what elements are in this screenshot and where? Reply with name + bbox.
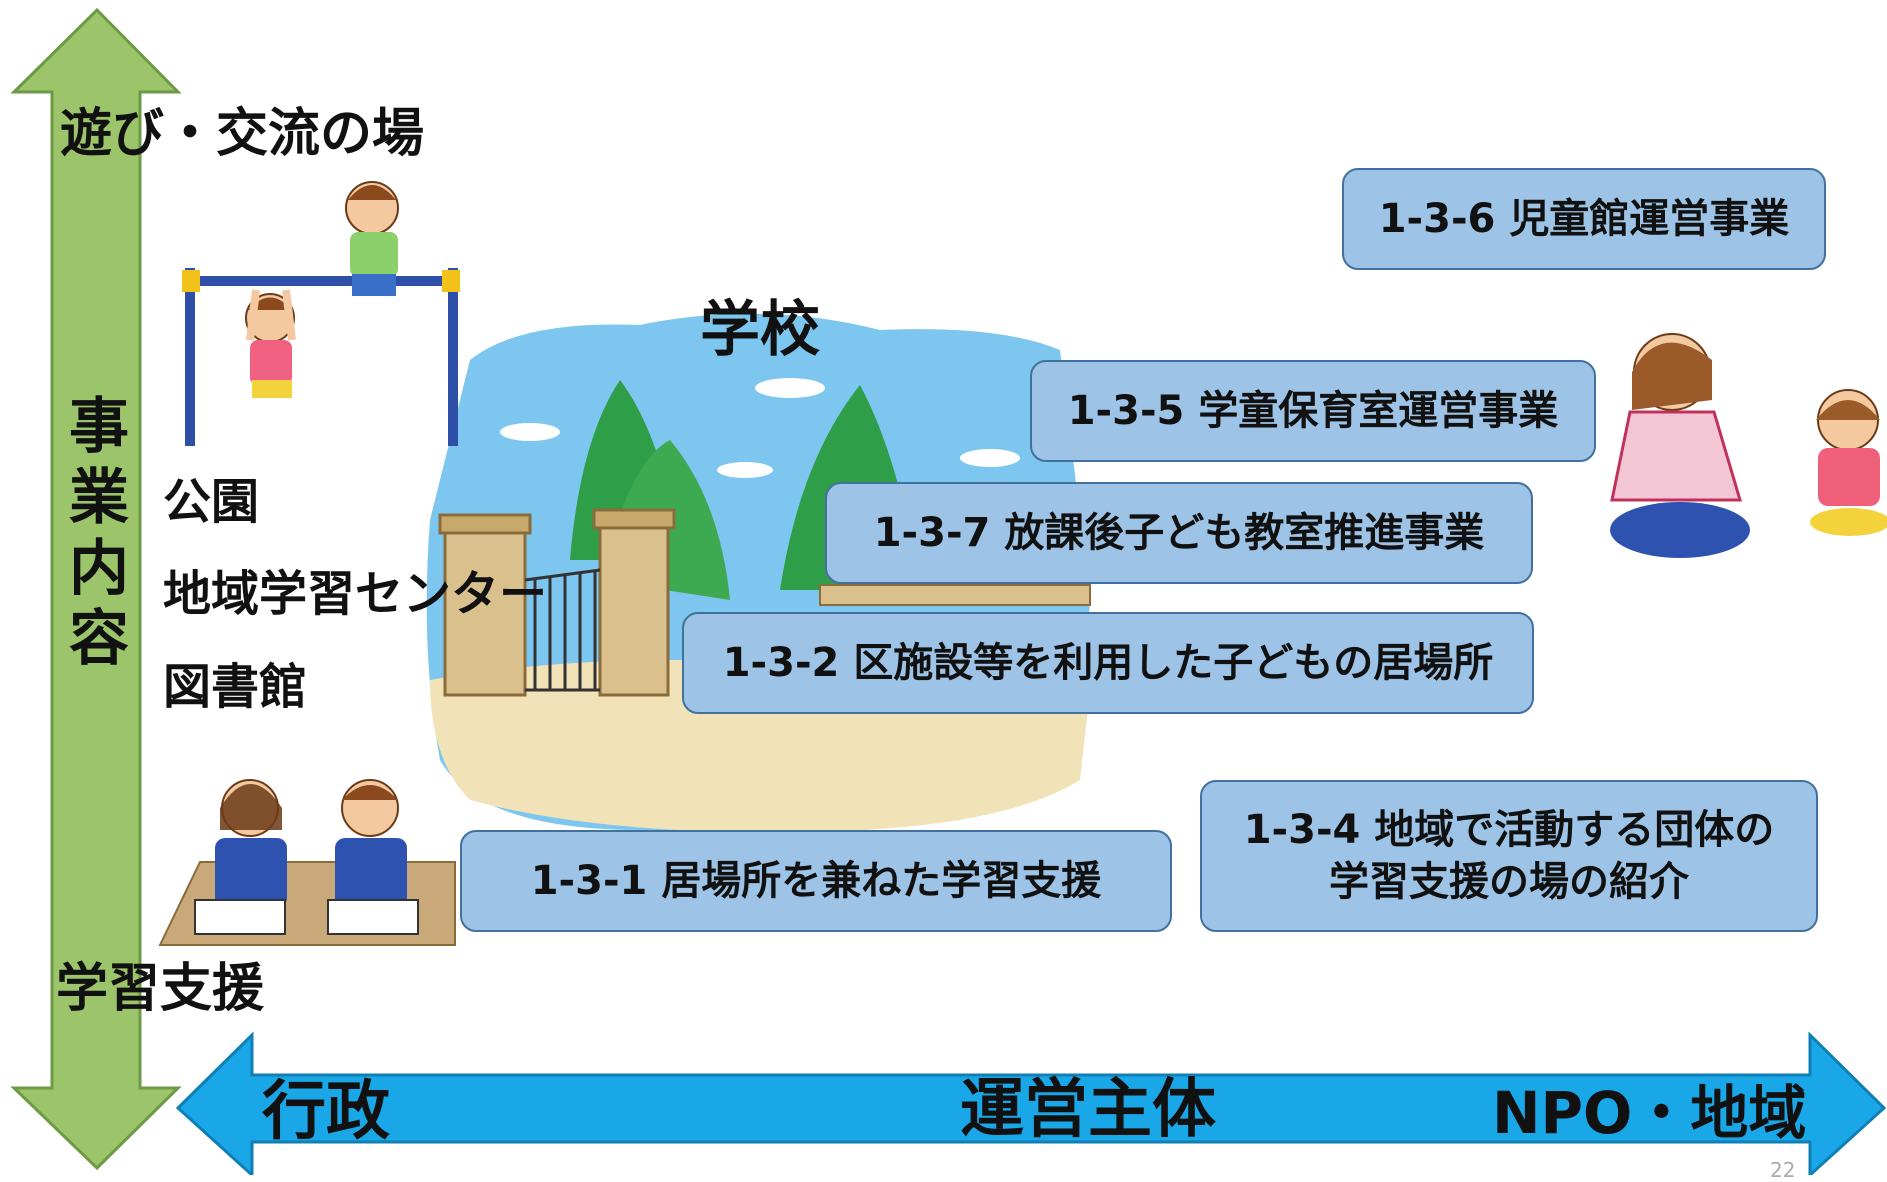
vertical-axis-bottom-label: 学習支援 [56, 959, 265, 1019]
horizontal-axis-right-label: NPO・地域 [1492, 1079, 1807, 1147]
program-box-1-3-6: 1-3-6 児童館運営事業 [1342, 168, 1826, 270]
program-box-1-3-7: 1-3-7 放課後子ども教室推進事業 [825, 482, 1533, 584]
school-label: 学校 [700, 295, 820, 365]
park-playground-illustration [182, 181, 460, 446]
page-number: 22 [1770, 1158, 1796, 1182]
learning-center-label: 地域学習センター [163, 566, 548, 622]
program-box-1-3-1: 1-3-1 居場所を兼ねた学習支援 [460, 830, 1172, 932]
horizontal-axis-center-label: 運営主体 [960, 1073, 1216, 1147]
students-studying-illustration [158, 779, 456, 946]
program-box-1-3-2: 1-3-2 区施設等を利用した子どもの居場所 [682, 612, 1534, 714]
park-label: 公園 [163, 474, 260, 530]
program-box-1-3-5: 1-3-5 学童保育室運営事業 [1030, 360, 1596, 462]
caregiver-child-illustration [1610, 333, 1887, 558]
library-label: 図書館 [163, 659, 308, 715]
vertical-axis-top-label: 遊び・交流の場 [60, 104, 425, 164]
program-box-1-3-4: 1-3-4 地域で活動する団体の 学習支援の場の紹介 [1200, 780, 1818, 932]
vertical-axis-arrow [10, 7, 182, 1171]
horizontal-axis-arrow [175, 1031, 1887, 1175]
vertical-axis-title: 事業内容 [69, 392, 129, 675]
horizontal-axis-left-label: 行政 [262, 1075, 390, 1149]
